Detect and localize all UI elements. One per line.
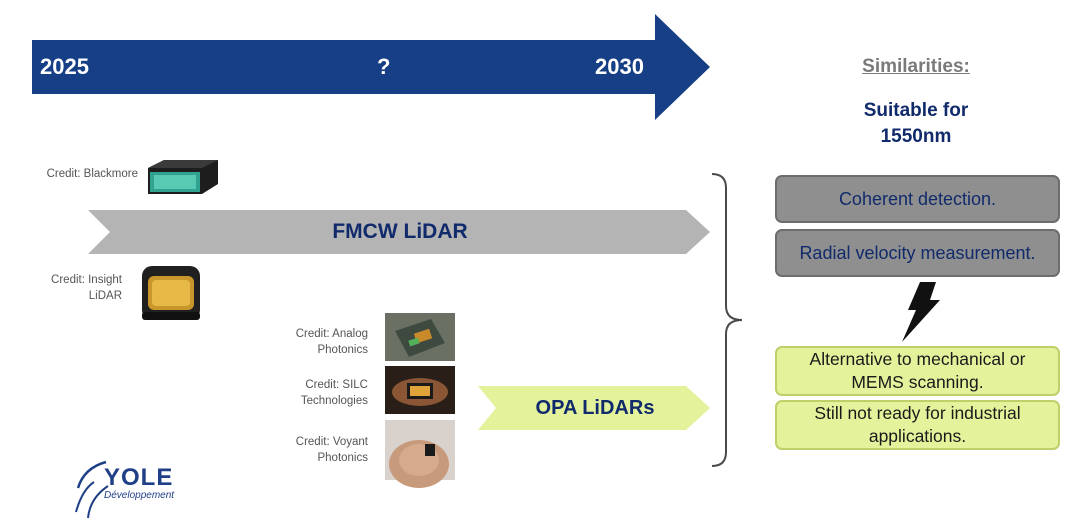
suitable-for-heading: Suitable for 1550nm xyxy=(828,98,1004,150)
timeline-middle-label: ? xyxy=(377,54,391,79)
suitable-for-line2: 1550nm xyxy=(880,126,952,147)
radial-velocity-box: Radial velocity measurement. xyxy=(775,229,1060,277)
yole-logo-mark xyxy=(75,460,109,519)
alternative-scanning-line2: MEMS scanning. xyxy=(851,372,984,392)
credit-voyant-line1: Credit: Voyant xyxy=(295,436,368,448)
credit-insight: Credit: Insight LiDAR xyxy=(20,272,122,304)
timeline-end-label: 2030 xyxy=(595,54,644,79)
yole-logo-subtitle: Développement xyxy=(104,490,175,501)
lightning-bolt-icon xyxy=(902,282,940,342)
yole-logo-name: YOLE xyxy=(104,464,174,491)
fmcw-label: FMCW LiDAR xyxy=(332,220,468,243)
credit-analog-line2: Photonics xyxy=(317,344,368,356)
coherent-detection-box: Coherent detection. xyxy=(775,175,1060,223)
not-ready-box: Still not ready for industrial applicati… xyxy=(775,400,1060,450)
opa-arrow xyxy=(478,386,710,430)
credit-silc-line2: Technologies xyxy=(300,395,368,407)
credit-silc-line1: Credit: SILC xyxy=(305,379,368,391)
suitable-for-line1: Suitable for xyxy=(863,100,969,121)
credit-analog-line1: Credit: Analog xyxy=(295,328,368,340)
credit-insight-line2: LiDAR xyxy=(88,290,122,302)
fmcw-arrow xyxy=(88,210,710,254)
alternative-scanning-box: Alternative to mechanical or MEMS scanni… xyxy=(775,346,1060,396)
analog-photonics-image xyxy=(385,313,455,361)
timeline-arrow xyxy=(32,14,710,120)
credit-silc: Credit: SILC Technologies xyxy=(240,377,368,409)
credit-blackmore: Credit: Blackmore xyxy=(46,168,138,180)
credit-analog: Credit: Analog Photonics xyxy=(240,326,368,358)
insight-device-image xyxy=(142,266,200,320)
similarities-heading: Similarities: xyxy=(862,56,970,77)
right-bracket xyxy=(711,173,743,467)
alternative-scanning-line1: Alternative to mechanical or xyxy=(809,349,1026,369)
not-ready-line2: applications. xyxy=(868,426,967,446)
blackmore-device-image xyxy=(148,160,218,194)
credit-voyant: Credit: Voyant Photonics xyxy=(240,434,368,466)
credit-insight-line1: Credit: Insight xyxy=(51,274,122,286)
opa-label: OPA LiDARs xyxy=(535,397,655,419)
voyant-photonics-image xyxy=(385,420,455,488)
silc-technologies-image xyxy=(385,366,455,414)
credit-voyant-line2: Photonics xyxy=(317,452,368,464)
timeline-start-label: 2025 xyxy=(40,54,89,79)
not-ready-line1: Still not ready for industrial xyxy=(814,403,1021,423)
